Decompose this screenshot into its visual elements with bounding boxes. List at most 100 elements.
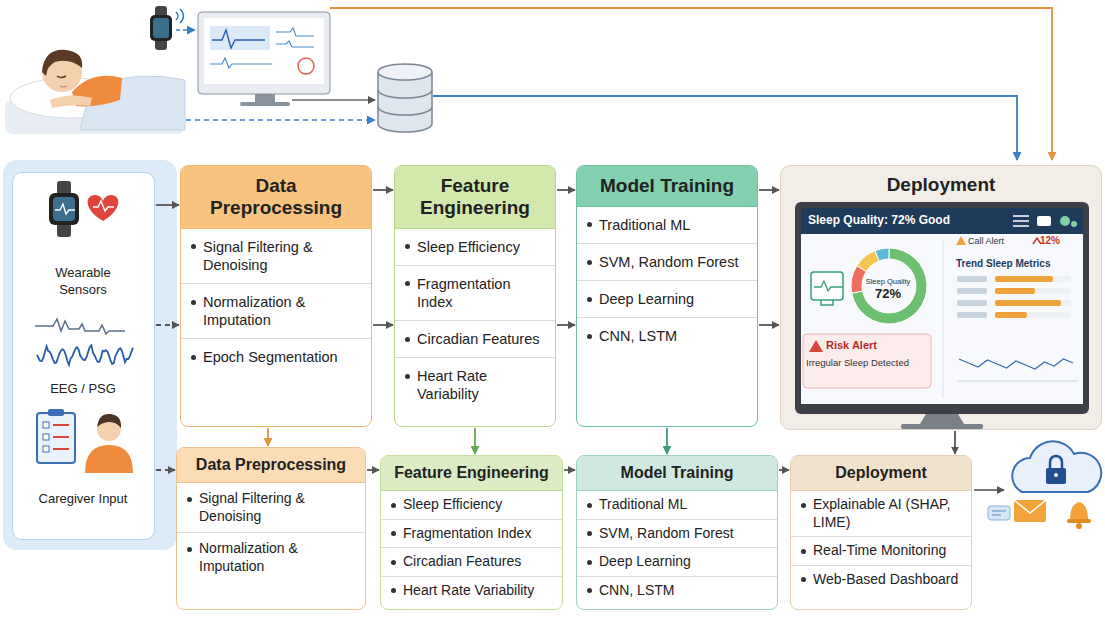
illustration-part (176, 9, 184, 23)
stage-box: Model TrainingTraditional MLSVM, Random … (576, 455, 778, 610)
bullet-item: CNN, LSTM (577, 577, 777, 605)
input-panel: Wearable SensorsEEG / PSGCaregiver Input (12, 172, 155, 540)
bullet-item: Heart Rate Variability (395, 358, 555, 412)
box-heading: Data Preprocessing (177, 448, 365, 483)
row-stub (957, 312, 987, 318)
clipboard (37, 413, 75, 463)
monitor-icon (811, 272, 843, 300)
illustration-part (210, 26, 270, 50)
illustration-part (378, 72, 432, 132)
source-label: Wearable Sensors (41, 265, 125, 299)
illustration-part (198, 12, 330, 94)
trend-arrow (1033, 238, 1041, 244)
stage-box: Data PreprocessingSignal Filtering & Den… (176, 447, 366, 610)
illustration-part (60, 86, 67, 87)
bullet-item: Epoch Segmentation (181, 339, 371, 375)
screen-frame (795, 202, 1089, 414)
check-box (43, 446, 49, 452)
data-flow-line (974, 489, 1004, 491)
trend-line (959, 359, 1073, 369)
donut-slice (875, 248, 889, 261)
flow-arrow (267, 428, 269, 446)
metric-bar (995, 312, 1027, 318)
pulse-trace (814, 281, 843, 291)
dashboard-text: Sleep Quality: 72% Good (808, 213, 950, 227)
stage-box: Data PreprocessingSignal Filtering & Den… (180, 165, 372, 427)
bullet-item: Web-Based Dashboard (791, 566, 971, 594)
dashboard-text: Call Alert (968, 236, 1004, 246)
bullet-item: Deep Learning (577, 281, 757, 318)
menu-icon (1013, 216, 1029, 226)
notification-icons (988, 500, 1091, 529)
caregiver-hair (97, 414, 121, 428)
illustration-part (276, 28, 314, 47)
illustration-part (210, 58, 272, 68)
illustration-part (204, 18, 324, 84)
illustration-part (298, 58, 314, 74)
monitor-base (901, 424, 983, 429)
dashboard-text: Sleep Quality (858, 277, 918, 286)
bullet-item: Sleep Efficiency (381, 491, 562, 520)
stage-box: DeploymentExplainable AI (SHAP, LIME)Rea… (790, 455, 972, 610)
alert-icon (956, 236, 966, 245)
stage-box: Feature EngineeringSleep EfficiencyFragm… (394, 165, 556, 427)
flow-arrow (557, 189, 575, 191)
illustration-part (1014, 500, 1046, 522)
caregiver-body (85, 445, 133, 473)
metric-bar (995, 288, 1035, 294)
illustration-part (153, 18, 169, 38)
monitor (198, 12, 330, 106)
flow-arrow (156, 469, 175, 471)
illustration-part (378, 64, 432, 80)
illustration-part (992, 511, 1006, 515)
watch-face (49, 193, 79, 225)
row-stub (957, 276, 987, 282)
bullet-item: SVM, Random Forest (577, 520, 777, 549)
box-heading: Feature Engineering (381, 456, 562, 491)
form-line (53, 436, 69, 438)
illustration-part (988, 506, 1010, 520)
illustration-part (1067, 519, 1091, 523)
eeg-wave (37, 345, 133, 365)
form-line (53, 448, 69, 450)
smartwatch (150, 6, 184, 50)
illustration-part (1046, 468, 1066, 484)
stage-box: Feature EngineeringSleep EfficiencyFragm… (380, 455, 563, 610)
flow-arrow (557, 324, 575, 326)
dashboard-text: Risk Alert (826, 339, 877, 351)
flow-arrow (759, 324, 779, 326)
illustration-part (212, 30, 265, 48)
alert-box (803, 334, 931, 388)
flow-arrow (954, 431, 956, 454)
donut-slice (852, 248, 927, 324)
row-stub (957, 300, 987, 306)
dashboard-text: 12% (1040, 235, 1060, 246)
bullet-item: Fragmentation Index (381, 520, 562, 549)
flow-arrow (779, 469, 789, 471)
source-label: EEG / PSG (23, 381, 143, 398)
status-dot (1071, 221, 1077, 227)
illustration-part (50, 95, 92, 108)
bar-track (995, 300, 1071, 306)
data-flow-line (292, 99, 375, 101)
pulse-trace (55, 204, 75, 214)
illustration-part (3, 160, 177, 550)
bullet-item: Normalization & Imputation (181, 284, 371, 339)
bullet-item: Normalization & Imputation (177, 533, 365, 582)
bullet-item: Deep Learning (577, 548, 777, 577)
signal-wave (35, 319, 125, 334)
box-heading: Data Preprocessing (181, 166, 371, 229)
bullet-item: Traditional ML (577, 491, 777, 520)
bullet-item: Circadian Features (395, 321, 555, 358)
box-art (781, 166, 1103, 431)
box-heading: Deployment (791, 456, 971, 491)
illustration-part (240, 102, 290, 106)
sleeping-child (5, 50, 185, 134)
stage-box: Model TrainingTraditional MLSVM, Random … (576, 165, 758, 427)
watch-screen (53, 197, 75, 221)
illustration-part (1014, 500, 1046, 513)
illustration-part (255, 94, 275, 102)
row-stub (957, 288, 987, 294)
heart-icon (88, 195, 119, 221)
